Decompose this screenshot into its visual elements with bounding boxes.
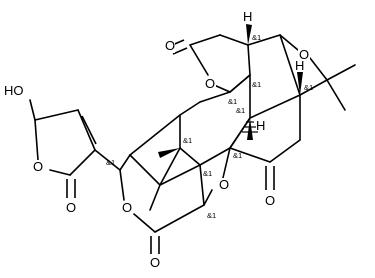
bond [221, 147, 231, 183]
bond [189, 44, 209, 76]
bond [219, 34, 249, 46]
hydrogen-wedge [246, 24, 252, 45]
oxygen-atom: O [219, 177, 229, 192]
stereo-label: &1 [252, 33, 261, 42]
bond [269, 139, 301, 163]
bond [229, 117, 251, 149]
bond [149, 184, 161, 211]
bond [213, 84, 231, 93]
bond [189, 34, 221, 46]
stereo-label: &1 [203, 169, 212, 178]
bond [129, 114, 181, 156]
bond [179, 101, 201, 116]
single-bonds [29, 34, 356, 233]
bond [199, 164, 205, 206]
bond [119, 154, 131, 171]
oxygen-atom: O [265, 193, 275, 208]
stereo-label: &1 [106, 158, 115, 167]
bond [229, 147, 271, 163]
bond [309, 57, 328, 81]
oxygen-atom: O [150, 255, 160, 270]
bond [279, 34, 299, 51]
bond [119, 169, 125, 201]
bond [179, 147, 201, 166]
bond [326, 79, 346, 111]
alkene-bond [81, 115, 97, 145]
bond [133, 213, 156, 233]
bond [199, 91, 231, 103]
bond [34, 109, 79, 121]
bond [29, 99, 36, 121]
bond [247, 44, 251, 76]
hydrogen-atom: H [256, 118, 265, 133]
oxygen-atom: O [165, 38, 175, 53]
stereo-label: &1 [252, 80, 261, 89]
stereo-label: &1 [233, 151, 242, 160]
methyl-wedge [247, 118, 253, 140]
stereo-bonds [158, 24, 303, 158]
hydroxyl-group: HO [4, 83, 24, 98]
bond [326, 64, 356, 81]
bond [34, 119, 39, 161]
stereo-label: &1 [228, 97, 237, 106]
bond [94, 149, 121, 171]
hydrogen-atom: H [243, 9, 252, 24]
bond [299, 79, 328, 96]
double-bonds [66, 39, 275, 254]
stereo-label: &1 [183, 136, 192, 145]
carbonyl-bond-top [172, 47, 188, 55]
bond [203, 189, 213, 206]
oxygen-atom: O [205, 76, 215, 91]
oxygen-atom: O [299, 47, 309, 62]
hydrogen-atom: H [295, 58, 304, 73]
stereo-label: &1 [207, 211, 216, 220]
stereo-label: &1 [304, 83, 313, 92]
hydrogen-hash [242, 121, 258, 133]
bond [159, 147, 181, 186]
hydrogen-wedge [297, 72, 303, 95]
bond [249, 94, 301, 119]
bond [49, 169, 71, 176]
methyl-wedge [158, 148, 180, 158]
oxygen-atom: O [33, 159, 43, 174]
bond [199, 147, 231, 166]
atom-labels: O O O O O O O O O HO H H H [3, 9, 310, 270]
bond [247, 34, 281, 46]
oxygen-atom: O [122, 200, 132, 215]
bond [229, 74, 251, 93]
stereo-labels: &1 &1 &1 &1 &1 &1 &1 &1 &1 &1 [106, 33, 313, 220]
oxygen-atom: O [66, 200, 76, 215]
bond [129, 154, 161, 186]
bond [77, 109, 96, 151]
bond [159, 164, 201, 186]
bond [154, 204, 205, 233]
bond [279, 34, 301, 96]
bond [69, 149, 96, 176]
stereo-label: &1 [236, 106, 245, 115]
